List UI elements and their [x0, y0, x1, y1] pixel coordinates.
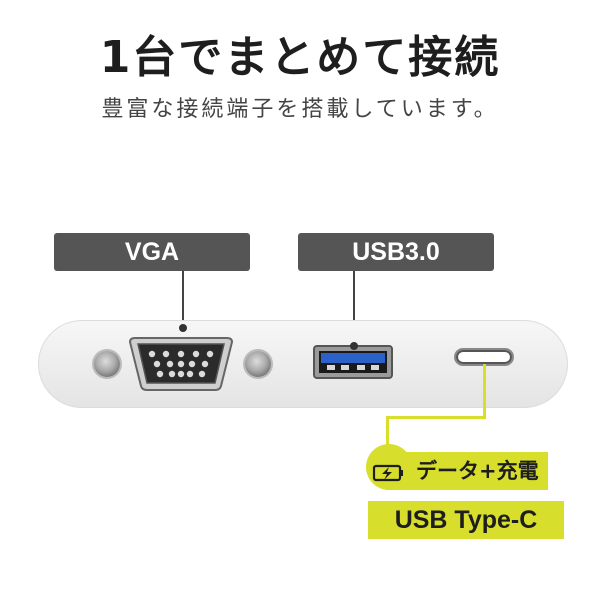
- usb3-port-icon: [313, 345, 393, 379]
- usbc-feature-text: データ+充電: [416, 459, 539, 483]
- usbc-leader-line-horizontal: [386, 416, 486, 419]
- adapter-body: [38, 320, 568, 408]
- usb3-leader-dot: [350, 342, 358, 350]
- vga-leader-dot: [179, 324, 187, 332]
- usb3-label: USB3.0: [298, 233, 494, 271]
- battery-charge-icon: [372, 464, 403, 482]
- usbc-leader-line-drop: [386, 416, 389, 446]
- usb3-leader-line: [353, 271, 355, 345]
- page-title: 1台でまとめて接続: [99, 32, 501, 83]
- vga-screw-left-icon: [94, 351, 120, 377]
- vga-port-icon: [128, 337, 234, 391]
- usb-type-c-port-icon: [456, 350, 512, 364]
- usb-type-c-label: USB Type-C: [368, 501, 564, 539]
- usbc-leader-line: [483, 364, 486, 418]
- page-subtitle: 豊富な接続端子を搭載しています。: [101, 97, 499, 122]
- vga-screw-right-icon: [245, 351, 271, 377]
- vga-label: VGA: [54, 233, 250, 271]
- vga-leader-line: [182, 271, 184, 327]
- usbc-feature-label: データ+充電: [386, 452, 548, 490]
